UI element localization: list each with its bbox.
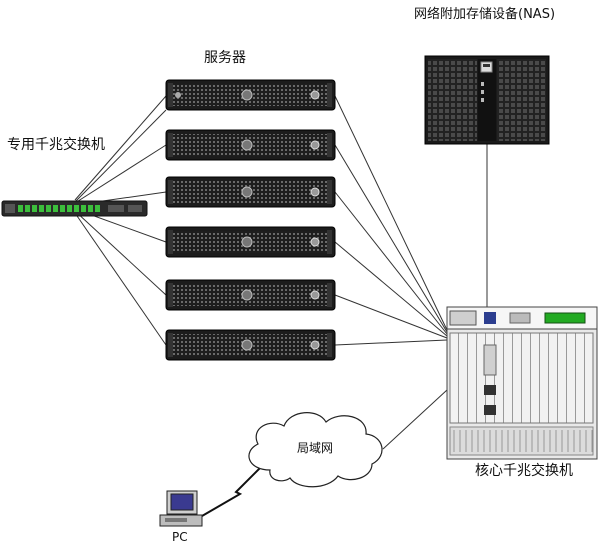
server-5: [165, 279, 336, 311]
link-switch-server-1: [74, 95, 167, 201]
core-switch-label: 核心千兆交换机: [475, 463, 573, 479]
connections: [74, 95, 488, 517]
nas-label: 网络附加存储设备(NAS): [414, 7, 556, 22]
lan-label: 局域网: [297, 441, 334, 455]
dedicated-switch: [1, 200, 148, 217]
server-3: [165, 176, 336, 208]
server-6: [165, 329, 336, 361]
pc-computer: [159, 490, 203, 527]
core-switch: [446, 306, 598, 460]
dedicated-switch-label: 专用千兆交换机: [7, 137, 105, 153]
link-server-6-core: [334, 339, 448, 346]
server-1: [165, 79, 336, 111]
link-switch-server-6: [74, 212, 167, 346]
server-stack: [165, 79, 336, 361]
pc-label: PC: [172, 530, 188, 544]
link-server-1-core: [334, 95, 448, 331]
link-server-3-core: [334, 191, 448, 335]
server-4: [165, 226, 336, 258]
link-switch-server-1b: [74, 109, 167, 203]
link-server-2-core: [334, 144, 448, 333]
link-lan-pc: [201, 465, 263, 517]
link-switch-server-5: [74, 210, 167, 296]
nas-device: [424, 55, 550, 145]
link-server-5-core: [334, 294, 448, 339]
server-2: [165, 129, 336, 161]
link-server-4-core: [334, 241, 448, 337]
servers-label: 服务器: [204, 50, 246, 66]
lan-cloud: [248, 412, 383, 488]
link-lan-core: [382, 389, 448, 450]
link-switch-server-2: [74, 144, 167, 204]
